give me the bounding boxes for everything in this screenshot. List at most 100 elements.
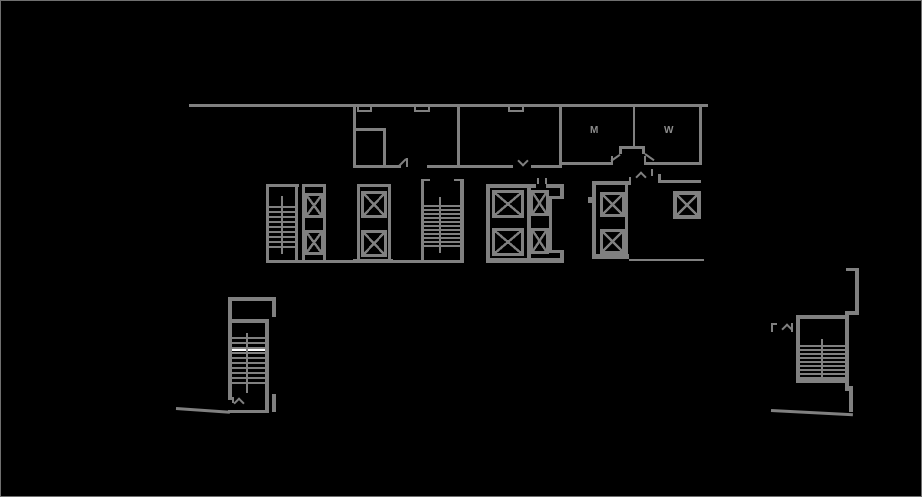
wall xyxy=(845,311,859,315)
wall xyxy=(421,179,424,263)
door-jamb xyxy=(771,323,773,332)
wall xyxy=(549,196,552,253)
elevator-shaft-icon xyxy=(304,193,324,218)
wall xyxy=(228,319,269,323)
wall xyxy=(295,184,298,263)
door-jamb xyxy=(771,323,777,325)
wall xyxy=(357,184,360,263)
wall xyxy=(619,146,645,149)
wall xyxy=(531,165,561,168)
door-jamb xyxy=(791,323,793,332)
wall xyxy=(427,165,460,168)
elevator-shaft-icon xyxy=(492,190,524,218)
elevator-shaft-icon xyxy=(673,191,701,219)
wall xyxy=(228,297,276,301)
elevator-shaft-icon xyxy=(600,192,625,217)
womens-room-label: W xyxy=(664,125,674,136)
wall xyxy=(659,180,701,183)
wall xyxy=(265,319,269,411)
wall xyxy=(486,258,564,263)
wall xyxy=(189,104,708,107)
door-swing-icon xyxy=(635,171,647,183)
wall xyxy=(625,181,628,259)
wall xyxy=(849,390,853,412)
staircase-treads xyxy=(424,205,460,247)
elevator-shaft-icon xyxy=(492,228,524,256)
wall xyxy=(629,259,704,261)
elevator-shaft-icon xyxy=(530,228,549,254)
wall xyxy=(592,181,629,185)
wall xyxy=(486,184,490,263)
wall xyxy=(266,184,269,263)
wall xyxy=(845,311,849,391)
wall xyxy=(486,184,536,188)
wall xyxy=(796,315,800,382)
stair-rail xyxy=(821,339,823,383)
wall xyxy=(272,297,276,317)
stair-rail xyxy=(281,196,283,254)
elevator-shaft-icon xyxy=(530,190,549,216)
door-jamb xyxy=(424,179,430,181)
wall xyxy=(388,184,391,263)
wall xyxy=(549,196,564,199)
stair-break-line xyxy=(232,349,265,351)
wall xyxy=(633,104,635,148)
door-jamb xyxy=(406,158,408,167)
wall xyxy=(560,184,564,199)
wall xyxy=(588,197,592,203)
elevator-shaft-icon xyxy=(361,230,387,257)
wall xyxy=(353,165,401,168)
wall xyxy=(228,410,269,413)
wall xyxy=(266,260,464,263)
wall xyxy=(383,128,386,168)
wall xyxy=(457,104,460,168)
door-jamb xyxy=(454,179,460,181)
wall xyxy=(845,386,853,390)
wall xyxy=(642,146,645,154)
wall xyxy=(323,184,326,263)
wall xyxy=(302,184,326,187)
door-jamb xyxy=(545,178,547,184)
wall xyxy=(549,250,564,253)
wall xyxy=(272,394,276,412)
door-jamb xyxy=(644,156,646,165)
wall xyxy=(619,146,622,154)
wall xyxy=(855,268,859,314)
wall xyxy=(658,174,661,183)
door-recess-icon xyxy=(414,104,430,112)
door-swing-icon xyxy=(517,155,529,167)
wall xyxy=(644,162,701,165)
stair-rail xyxy=(439,197,441,253)
wall xyxy=(699,104,702,165)
elevator-shaft-icon xyxy=(304,230,324,255)
wall xyxy=(460,179,464,263)
wall xyxy=(302,184,305,263)
wall xyxy=(266,184,299,187)
wall xyxy=(561,162,613,165)
elevator-shaft-icon xyxy=(361,191,387,218)
door-jamb xyxy=(537,178,539,184)
elevator-shaft-icon xyxy=(600,229,625,254)
wall xyxy=(357,184,391,187)
door-jamb xyxy=(629,177,631,185)
wall xyxy=(527,188,531,258)
mens-room-label: M xyxy=(590,125,599,136)
door-swing-icon xyxy=(233,397,245,409)
wall xyxy=(460,165,513,168)
wall xyxy=(846,268,859,271)
wall xyxy=(228,297,232,400)
door-recess-icon xyxy=(357,104,372,112)
staircase-treads xyxy=(232,337,265,387)
wall xyxy=(559,104,562,168)
wall xyxy=(353,104,356,168)
wall xyxy=(560,250,564,263)
door-jamb xyxy=(232,397,234,403)
wall xyxy=(796,315,849,319)
door-recess-icon xyxy=(508,104,524,112)
wall xyxy=(546,184,564,188)
wall xyxy=(592,181,596,259)
wall xyxy=(353,128,386,131)
wall xyxy=(592,254,629,259)
door-jamb xyxy=(651,169,653,176)
